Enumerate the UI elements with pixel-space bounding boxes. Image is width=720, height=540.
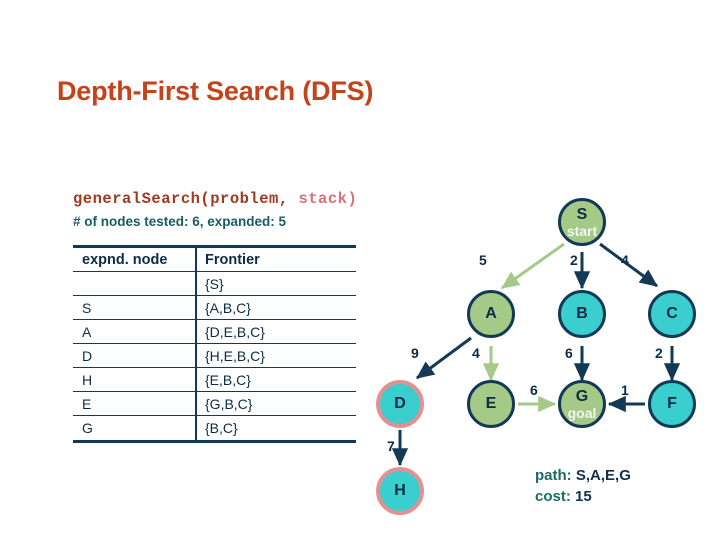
edge-weight-B-G: 6 [565, 345, 573, 361]
graph-node-G[interactable]: G goal [558, 380, 606, 428]
edge-weight-S-C: 4 [621, 252, 629, 268]
edge-weight-A-E: 4 [472, 345, 480, 361]
edge-S-C [599, 242, 658, 288]
column-header-frontier: Frontier [195, 248, 356, 271]
algorithm-call: generalSearch(problem, stack) [73, 190, 357, 208]
cell-frontier: {S} [195, 272, 356, 295]
graph-node-D-label: D [394, 395, 406, 412]
cell-frontier: {A,B,C} [195, 296, 356, 319]
graph-node-H[interactable]: H [376, 467, 424, 515]
column-header-expanded-node: expnd. node [82, 251, 168, 268]
table-row: E {G,B,C} [73, 392, 356, 416]
graph-node-B[interactable]: B [558, 290, 606, 338]
edge-A-D [416, 336, 472, 380]
result-cost-value: 15 [575, 488, 592, 505]
result-path-line: path: S,A,E,G [535, 465, 631, 486]
graph-node-G-label: G [575, 387, 589, 405]
edge-weight-E-G: 6 [530, 382, 538, 398]
cell-frontier: {B,C} [195, 416, 356, 440]
graph-node-E-label: E [485, 395, 497, 412]
graph-node-B-label: B [576, 305, 588, 322]
result-path-value: S,A,E,G [575, 467, 631, 484]
search-graph: 5 2 4 9 4 6 2 6 1 7 S start A B C D E G [376, 190, 720, 540]
graph-node-D[interactable]: D [376, 380, 424, 428]
result-cost-label: cost: [535, 488, 571, 505]
algorithm-call-argument: stack) [298, 190, 358, 208]
graph-node-G-sublabel: goal [567, 404, 597, 421]
cell-expanded-node: E [82, 395, 92, 412]
graph-node-S[interactable]: S start [558, 198, 606, 246]
graph-node-F-label: F [667, 395, 677, 412]
graph-node-C-label: C [666, 305, 678, 322]
edge-weight-F-G: 1 [621, 382, 629, 398]
page-title: Depth-First Search (DFS) [57, 76, 374, 106]
graph-node-E[interactable]: E [467, 380, 515, 428]
edge-weight-C-F: 2 [655, 345, 663, 361]
table-row: H {E,B,C} [73, 368, 356, 392]
graph-node-A-label: A [485, 305, 497, 322]
graph-node-S-label: S [576, 205, 588, 223]
graph-edges [391, 242, 681, 467]
table-header-row: expnd. node Frontier [73, 248, 356, 272]
cell-expanded-node: S [82, 299, 92, 316]
edge-S-A [501, 242, 565, 290]
graph-node-S-sublabel: start [566, 222, 598, 239]
search-result: path: S,A,E,G cost: 15 [535, 465, 631, 507]
cell-expanded-node [73, 272, 195, 295]
algorithm-call-prefix: generalSearch(problem, [73, 190, 299, 208]
result-path-label: path: [535, 467, 572, 484]
table-row: {S} [73, 272, 356, 296]
node-stats: # of nodes tested: 6, expanded: 5 [73, 214, 287, 229]
edge-weight-S-A: 5 [479, 252, 487, 268]
cell-frontier: {G,B,C} [195, 392, 356, 415]
graph-node-A[interactable]: A [467, 290, 515, 338]
graph-node-F[interactable]: F [648, 380, 696, 428]
graph-node-H-label: H [394, 482, 406, 499]
edge-weight-S-B: 2 [570, 252, 578, 268]
cell-frontier: {D,E,B,C} [195, 320, 356, 343]
table-row: D {H,E,B,C} [73, 344, 356, 368]
result-cost-line: cost: 15 [535, 486, 631, 507]
cell-expanded-node: H [82, 371, 93, 388]
search-trace-table: expnd. node Frontier {S} S {A,B,C} A {D,… [73, 245, 356, 443]
table-row: G {B,C} [73, 416, 356, 440]
edge-weight-A-D: 9 [411, 345, 419, 361]
table-row: A {D,E,B,C} [73, 320, 356, 344]
cell-expanded-node: D [82, 347, 93, 364]
graph-node-C[interactable]: C [648, 290, 696, 338]
cell-expanded-node: A [82, 323, 92, 340]
cell-frontier: {H,E,B,C} [195, 344, 356, 367]
table-row: S {A,B,C} [73, 296, 356, 320]
edge-weight-D-H: 7 [387, 438, 395, 454]
cell-frontier: {E,B,C} [195, 368, 356, 391]
cell-expanded-node: G [82, 420, 93, 436]
